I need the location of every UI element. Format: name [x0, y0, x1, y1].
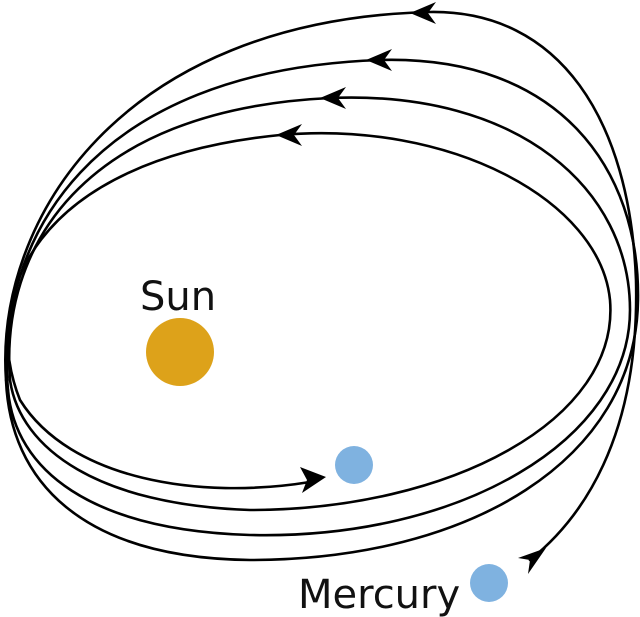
arrowhead-top-3: [320, 87, 346, 109]
arrowhead-top-2: [366, 49, 392, 71]
orbit-path-1: [6, 131, 612, 512]
sun-circle: [146, 318, 214, 386]
arrowhead-outer-end: [518, 548, 546, 574]
arrowhead-inner-end: [300, 467, 326, 493]
orbit-path-4: [4, 10, 638, 562]
mercury-circle-lower: [470, 564, 508, 602]
sun-label: Sun: [140, 274, 216, 320]
orbit-path-2: [6, 96, 632, 537]
mercury-label: Mercury: [298, 572, 460, 617]
mercury-circle-upper: [335, 446, 373, 484]
arrowhead-top-1: [410, 2, 436, 24]
orbit-path-3: [4, 58, 640, 562]
arrowhead-top-4: [276, 124, 302, 146]
